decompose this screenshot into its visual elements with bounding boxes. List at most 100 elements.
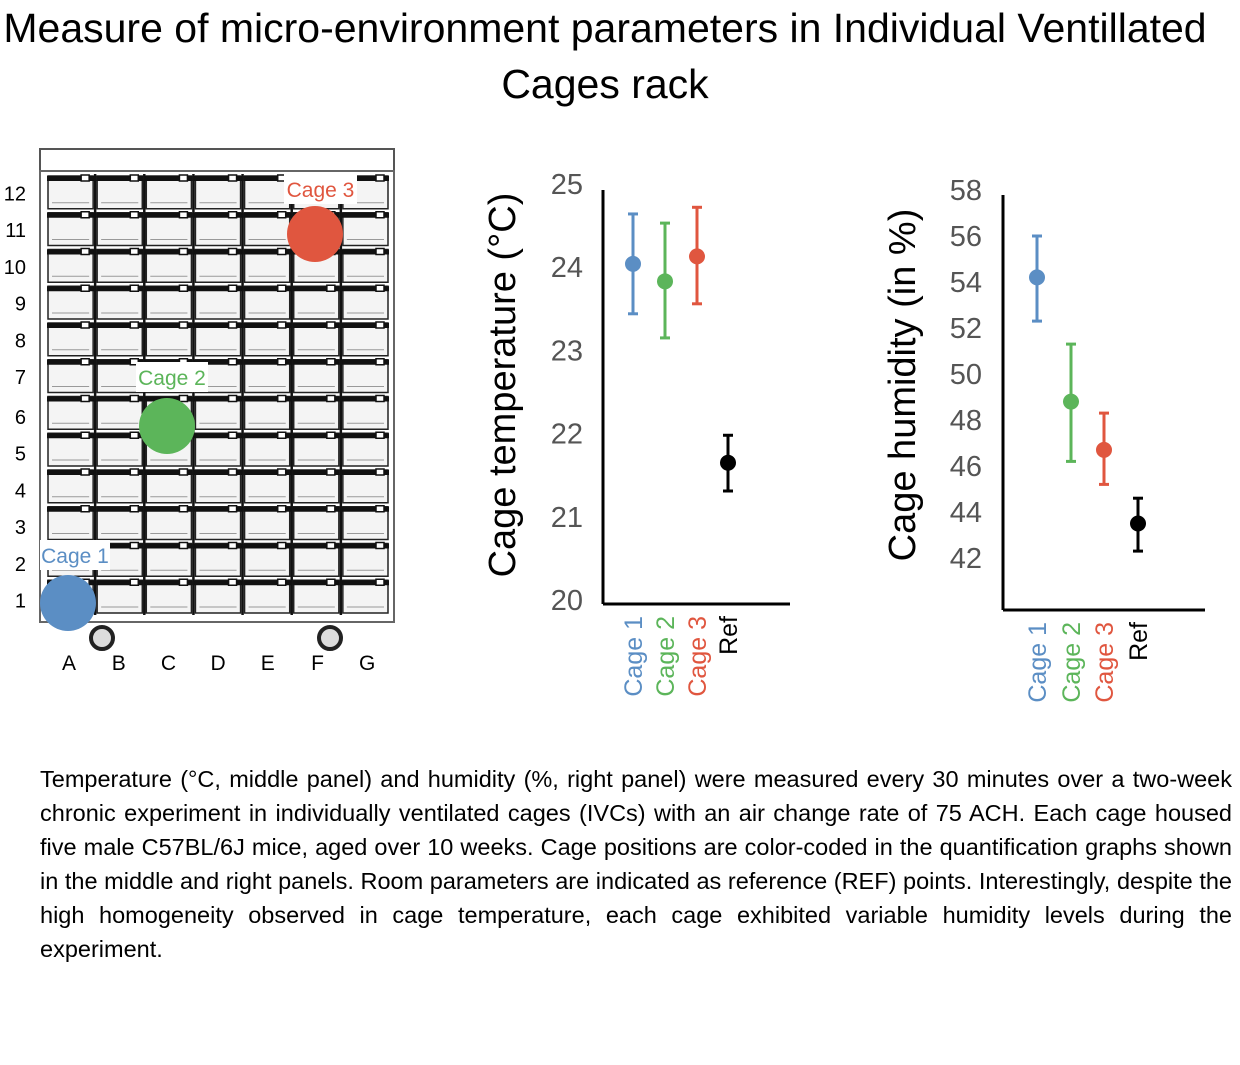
rack-cage-slot (194, 578, 242, 614)
cage-handle (375, 358, 385, 366)
cage-handle (178, 211, 189, 219)
cage-lid (194, 433, 242, 439)
rack-cage-slot (47, 321, 95, 357)
cage-handle (178, 247, 189, 256)
rack-cage-slot (47, 284, 95, 320)
cage-lid (145, 470, 193, 475)
cage-handle (375, 247, 385, 256)
rack-cage-slot (292, 394, 340, 430)
cage-lid (145, 580, 193, 586)
cage-handle (227, 541, 238, 550)
y-tick-label: 25 (551, 169, 583, 201)
cage-lid (194, 212, 242, 218)
cage-lid (292, 506, 340, 512)
cage-lid (243, 286, 291, 292)
cage-lid (341, 433, 389, 439)
cage-lid (96, 470, 144, 475)
rack-cage-slot (243, 284, 291, 320)
rack-cage-slot (96, 431, 144, 467)
data-point (1096, 441, 1112, 458)
cage-lid (194, 580, 242, 586)
cage-handle (129, 468, 140, 476)
cage-handle (227, 394, 238, 403)
x-tick-label: Cage 1 (1024, 622, 1052, 703)
rack-cage-marker: Cage 1 (40, 540, 110, 631)
cage-handle (129, 431, 140, 439)
cage-handle (129, 247, 140, 256)
cage-box (96, 322, 144, 357)
data-point-group (1063, 342, 1079, 463)
rack-cage-slot (243, 468, 291, 504)
cage-handle (178, 578, 189, 586)
rack-top-bar (39, 148, 395, 172)
data-point-group (720, 433, 736, 493)
rack-cage-slot (96, 321, 144, 357)
cage-handle (178, 541, 189, 550)
cage-label: Cage 2 (138, 367, 206, 390)
cage-handle (326, 394, 336, 403)
data-point (625, 255, 641, 272)
data-point-group (625, 212, 641, 316)
cage-handle (227, 247, 238, 256)
rack-column-label: C (161, 652, 176, 675)
cage-handle (326, 431, 336, 439)
cage-lid (96, 433, 144, 439)
rack-cage-slot (194, 431, 242, 467)
rack-cage-slot (341, 284, 389, 320)
cage-handle (80, 284, 90, 292)
cage-lid (292, 580, 340, 586)
x-tick-label: Ref (1125, 622, 1153, 661)
cage-handle (276, 431, 287, 439)
rack-cage-slot (341, 247, 389, 283)
cage-lid (96, 396, 144, 402)
rack-cage-slot (96, 394, 144, 430)
data-point-group (1029, 234, 1045, 323)
cage-lid (145, 286, 193, 292)
rack-cage-slot (194, 284, 242, 320)
rack-cage-slot (341, 505, 389, 541)
cage-lid (194, 176, 242, 181)
rack-cage-slot (341, 211, 389, 247)
cage-handle (375, 578, 385, 586)
rack-cage-slot (96, 578, 144, 614)
cage-lid (243, 433, 291, 439)
cage-lid (292, 286, 340, 292)
cage-handle (326, 468, 336, 476)
cage-handle (276, 284, 287, 292)
x-tick-label: Cage 2 (1058, 622, 1086, 703)
cage-lid (243, 249, 291, 255)
rack-row-label: 11 (5, 220, 26, 242)
cage-lid (47, 323, 95, 328)
rack-cage-slot (47, 247, 95, 283)
cage-handle (80, 358, 90, 366)
y-axis-label: Cage humidity (in %) (882, 209, 924, 562)
cage-handle (178, 468, 189, 476)
rack-cage-slot (96, 211, 144, 247)
x-tick-label: Cage 3 (1091, 622, 1119, 703)
cage-lid (47, 359, 95, 365)
cage-lid (96, 249, 144, 255)
rack-cage-slot (292, 321, 340, 357)
rack-column-label: D (211, 652, 226, 675)
cage-handle (178, 505, 189, 513)
rack-cage-slot (145, 578, 193, 614)
data-point-group (689, 205, 705, 306)
rack-cage-slot (243, 174, 291, 210)
cage-lid (47, 470, 95, 475)
cage-lid (194, 323, 242, 328)
rack-row-label: 5 (15, 444, 26, 466)
cage-lid (194, 249, 242, 255)
rack-cage-slot (96, 468, 144, 504)
cage-handle (80, 394, 90, 403)
cage-handle (227, 578, 238, 586)
rack-cage-slot (341, 541, 389, 577)
data-point (657, 273, 673, 290)
cage-lid (96, 323, 144, 328)
rack-cage-slot (243, 247, 291, 283)
cage-handle (276, 468, 287, 476)
cage-handle (227, 321, 238, 329)
rack-row-label: 9 (15, 294, 26, 316)
cage-lid (47, 396, 95, 402)
